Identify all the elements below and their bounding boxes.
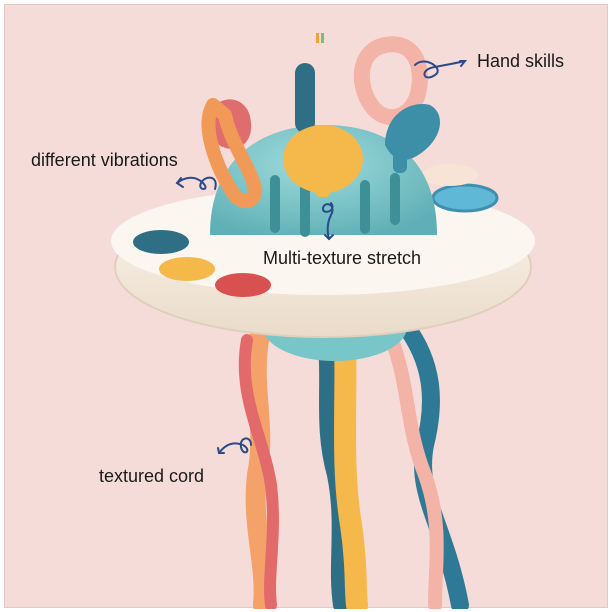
callout-hand-skills: Hand skills	[477, 51, 565, 71]
color-mark-icon	[316, 33, 324, 43]
dome-slots	[270, 173, 400, 237]
saucer-buttons	[133, 164, 499, 297]
product-image-frame: Hand skills different vibrations Multi-t…	[4, 4, 608, 609]
callout-multi-texture-stretch: Multi-texture stretch	[263, 248, 422, 268]
top-appendages	[201, 36, 441, 208]
callout-different-vibrations: different vibrations	[31, 150, 178, 170]
pull-cords	[238, 316, 469, 609]
callout-textured-cord: textured cord	[99, 466, 205, 486]
callout-arrows	[175, 60, 468, 454]
product-photo	[111, 33, 535, 609]
